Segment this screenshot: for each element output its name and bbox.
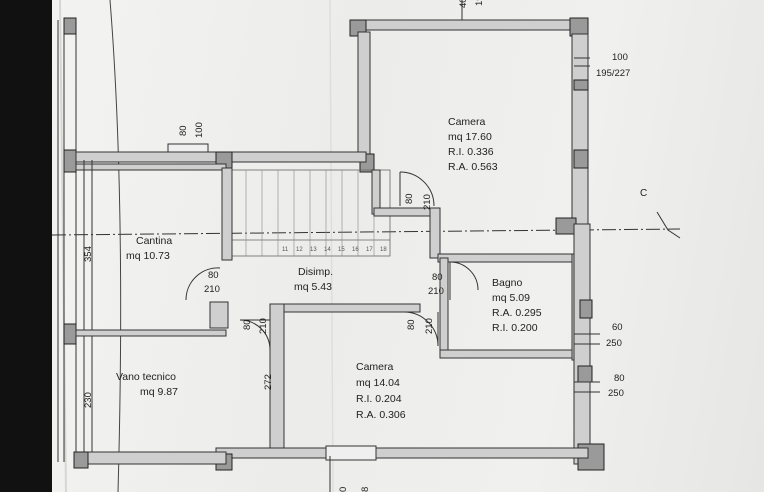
room-area: mq 14.04 — [356, 377, 400, 389]
vano-door-height: 210 — [258, 318, 269, 334]
top-edge-dim: 19 — [474, 0, 485, 6]
vano-height-dim: 230 — [83, 392, 94, 408]
camera-window-width: 80 — [614, 373, 625, 384]
room-ra: R.A. 0.295 — [492, 307, 542, 319]
right-window-height: 195/227 — [596, 68, 630, 79]
paper-crease — [329, 0, 334, 492]
stair-step-label: 18 — [380, 247, 387, 253]
camera-door-height: 210 — [424, 318, 435, 334]
bagno-door-height: 210 — [428, 286, 444, 297]
bagno-door-width: 80 — [432, 272, 443, 283]
corridor-height-dim: 272 — [263, 374, 274, 390]
section-arrow — [656, 211, 681, 239]
camera-bottom-walls — [185, 267, 589, 471]
room-ri: R.I. 0.336 — [448, 146, 494, 158]
section-marker: C — [640, 188, 647, 199]
room-ra: R.A. 0.563 — [448, 161, 498, 173]
stair-step-label: 12 — [296, 247, 303, 253]
room-name: Disimp. — [298, 266, 333, 278]
room-name: Camera — [356, 361, 394, 373]
stair-step-label: 14 — [324, 247, 331, 253]
bagno-window-width: 60 — [612, 322, 623, 333]
stair-door-height: 210 — [422, 194, 433, 210]
room-area: mq 17.60 — [448, 131, 492, 143]
left-outer-wall — [57, 17, 77, 462]
room-name: Bagno — [492, 277, 523, 289]
room-area: mq 5.09 — [492, 292, 530, 304]
stair-step-label: 11 — [282, 247, 289, 253]
camera-top-walls — [349, 17, 589, 235]
bagno-window-height: 250 — [606, 338, 622, 349]
room-name: Cantina — [136, 235, 172, 247]
room-name: Camera — [448, 116, 486, 128]
vano-door-width: 80 — [242, 319, 253, 330]
camera-door-width: 80 — [406, 319, 417, 330]
camera-window-height: 250 — [608, 388, 624, 399]
stair-step-label: 15 — [338, 247, 345, 253]
top-window-height: 100 — [194, 122, 205, 138]
bottom-edge-dim: 0 — [338, 487, 349, 492]
room-vano-tecnico: Vano tecnico mq 9.87 — [116, 371, 178, 398]
room-ri: R.I. 0.200 — [492, 322, 538, 334]
upper-horizontal-walls — [75, 143, 367, 171]
room-area: mq 9.87 — [140, 386, 178, 398]
room-ra: R.A. 0.306 — [356, 409, 406, 421]
right-window-width: 100 — [612, 52, 628, 63]
room-bagno: Bagno mq 5.09 R.A. 0.295 R.I. 0.200 — [492, 277, 542, 334]
room-name: Vano tecnico — [116, 371, 176, 383]
room-camera-top: Camera mq 17.60 R.I. 0.336 R.A. 0.563 — [448, 116, 498, 173]
room-camera-bottom: Camera mq 14.04 R.I. 0.204 R.A. 0.306 — [356, 361, 406, 421]
top-edge-dim: 40 — [458, 0, 469, 8]
stair-door-width: 80 — [404, 193, 415, 204]
room-area: mq 5.43 — [294, 281, 332, 293]
top-window-width: 80 — [178, 125, 189, 136]
stair-door-wall — [371, 169, 441, 259]
stair-step-label: 17 — [366, 247, 373, 253]
room-cantina: Cantina mq 10.73 — [126, 235, 172, 262]
room-area: mq 10.73 — [126, 250, 170, 262]
cantina-door-width: 80 — [208, 270, 219, 281]
stair-step-label: 16 — [352, 247, 359, 253]
cantina-height-dim: 354 — [83, 246, 94, 262]
curved-line — [109, 0, 122, 492]
paper-crease — [59, 0, 67, 492]
room-disimp: Disimp. mq 5.43 — [294, 266, 333, 293]
room-ri: R.I. 0.204 — [356, 393, 402, 405]
right-outer-wall — [573, 223, 605, 471]
cantina-door-height: 210 — [204, 284, 220, 295]
staircase: 11 12 13 14 15 16 17 18 — [221, 167, 391, 261]
stair-step-label: 13 — [310, 247, 317, 253]
paper-sheet — [52, 0, 764, 492]
left-inner-walls — [73, 160, 227, 469]
bottom-edge-dim: 8 — [360, 487, 371, 492]
